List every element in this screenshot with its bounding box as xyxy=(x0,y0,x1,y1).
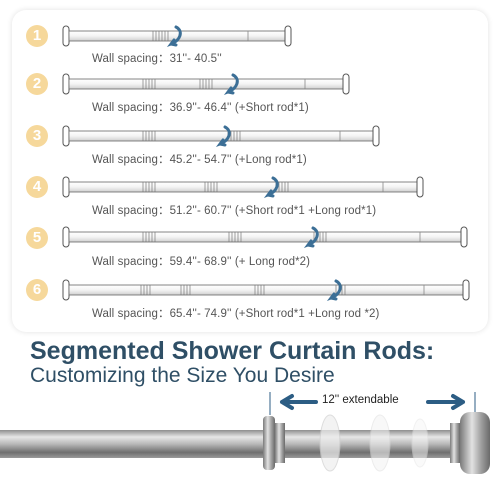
twist-arrow-icon xyxy=(326,279,342,301)
extendable-label: 12'' extendable xyxy=(322,394,399,406)
step-badge-2: 2 xyxy=(26,73,48,95)
step-badge-3: 3 xyxy=(26,125,48,147)
rod-product-illustration xyxy=(0,392,490,474)
right-arrow-icon xyxy=(426,394,465,410)
wall-spacing-caption-5: Wall spacing：59.4''- 68.9'' (+ Long rod*… xyxy=(92,256,311,268)
headline: Segmented Shower Curtain Rods: xyxy=(30,337,435,365)
twist-arrow-icon xyxy=(166,25,182,47)
step-badge-1: 1 xyxy=(26,25,48,47)
rod-row-4-diagram xyxy=(62,176,424,198)
joint-grip xyxy=(152,31,169,41)
twist-arrow-icon xyxy=(303,226,319,248)
rod-row-5-diagram xyxy=(62,226,468,248)
step-badge-5: 5 xyxy=(26,227,48,249)
twist-arrow-icon xyxy=(263,176,279,198)
rod-row-1-diagram xyxy=(62,25,292,47)
rod-configurations-panel xyxy=(12,10,488,332)
step-badge-4: 4 xyxy=(26,176,48,198)
wall-spacing-caption-3: Wall spacing：45.2''- 54.7'' (+Long rod*1… xyxy=(92,154,307,166)
step-badge-6: 6 xyxy=(26,279,48,301)
rod-row-3-diagram xyxy=(62,125,380,147)
left-arrow-icon xyxy=(280,394,318,410)
wall-spacing-caption-1: Wall spacing：31''- 40.5'' xyxy=(92,53,222,65)
wall-spacing-caption-2: Wall spacing：36.9''- 46.4'' (+Short rod*… xyxy=(92,102,309,114)
rod-row-6-diagram xyxy=(62,279,470,301)
wall-spacing-caption-4: Wall spacing：51.2''- 60.7'' (+Short rod*… xyxy=(92,205,377,217)
twist-arrow-icon xyxy=(215,125,231,147)
twist-arrow-icon xyxy=(223,73,239,95)
wall-spacing-caption-6: Wall spacing：65.4''- 74.9'' (+Short rod*… xyxy=(92,308,380,320)
subheadline: Customizing the Size You Desire xyxy=(30,364,335,387)
rod-row-2-diagram xyxy=(62,73,350,95)
